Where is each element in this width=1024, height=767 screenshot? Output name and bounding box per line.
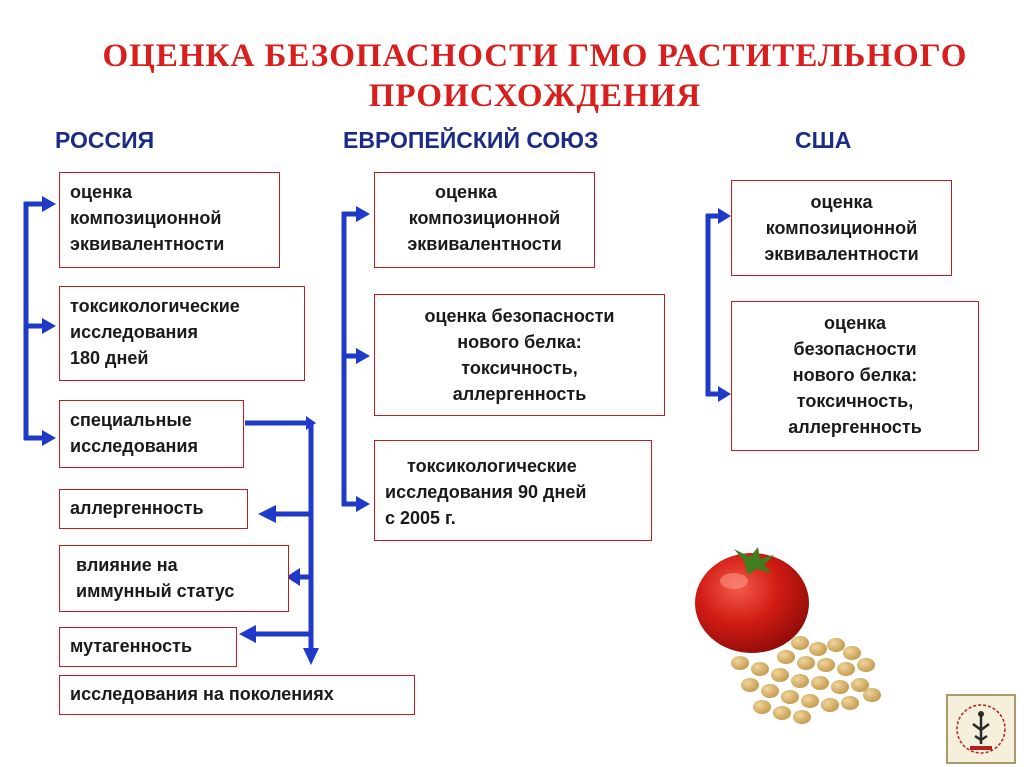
eu-box-composition-equivalence: оценка композиционной эквивалентности xyxy=(374,172,595,268)
logo-emblem-icon xyxy=(956,704,1006,754)
eu-box-new-protein-safety: оценка безопасности нового белка: токсич… xyxy=(374,294,665,416)
russia-box-mutagenicity: мутагенность xyxy=(59,627,237,667)
page-title-line1: ОЦЕНКА БЕЗОПАСНОСТИ ГМО РАСТИТЕЛЬНОГО xyxy=(102,38,968,74)
russia-box-toxicology-180: токсикологические исследования 180 дней xyxy=(59,286,305,381)
institute-logo xyxy=(946,694,1016,764)
column-header-eu: ЕВРОПЕЙСКИЙ СОЮЗ xyxy=(343,127,599,153)
tomato-soybeans-image xyxy=(695,547,881,724)
russia-box-immune-status: влияние на иммунный статус xyxy=(59,545,289,612)
eu-box-toxicology-90: токсикологические исследования 90 дней с… xyxy=(374,440,652,541)
russia-box-composition-equivalence: оценка композиционной эквивалентности xyxy=(59,172,280,268)
usa-box-new-protein-safety: оценка безопасности нового белка: токсич… xyxy=(731,301,979,451)
usa-box-composition-equivalence: оценка композиционной эквивалентности xyxy=(731,180,952,276)
column-header-russia: РОССИЯ xyxy=(55,127,155,153)
russia-box-generations: исследования на поколениях xyxy=(59,675,415,715)
page-title-line2: ПРОИСХОЖДЕНИЯ xyxy=(368,78,702,114)
russia-box-special-studies: специальные исследования xyxy=(59,400,244,468)
russia-box-allergenicity: аллергенность xyxy=(59,489,248,529)
column-header-usa: США xyxy=(795,127,852,153)
